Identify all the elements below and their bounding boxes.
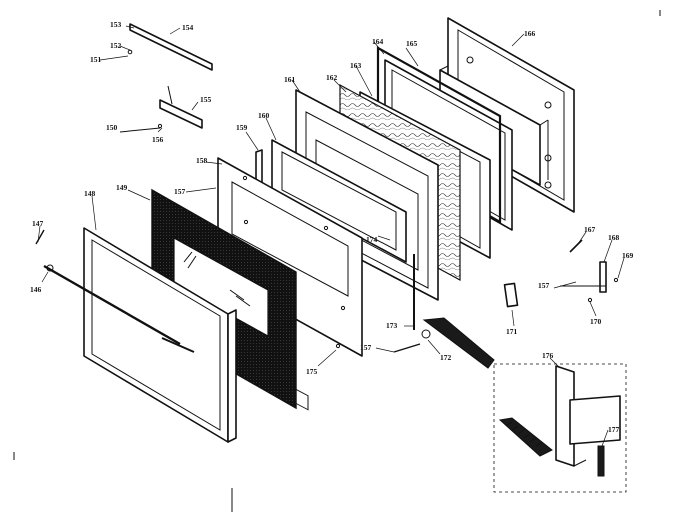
label-147: 147 [32,219,44,228]
label-155: 155 [200,95,212,104]
label-176: 176 [542,351,554,360]
label-177: 177 [608,425,620,434]
label-156: 156 [152,135,164,144]
label-157-a: 157 [174,187,186,196]
label-169: 169 [622,251,634,260]
latch-171 [503,282,519,308]
label-167: 167 [584,225,596,234]
label-165: 165 [406,39,418,48]
label-166: 166 [524,29,536,38]
outer-door-148 [83,227,237,443]
label-160: 160 [258,111,270,120]
label-146: 146 [30,285,42,294]
door-handle-146 [35,229,181,346]
label-151: 151 [90,55,102,64]
label-163: 163 [350,61,362,70]
window-pack-160 [271,139,407,263]
hinge-parts-167-170 [560,239,619,303]
bracket-155 [159,85,203,129]
label-168: 168 [608,233,620,242]
top-rail-154 [127,23,213,71]
label-157-c: 157 [360,343,372,352]
label-171: 171 [506,327,518,336]
callout-labels: 153 154 152 151 155 150 156 166 165 164 … [30,20,634,434]
hinge-arm-172 [393,254,495,369]
label-170: 170 [590,317,602,326]
label-164: 164 [372,37,384,46]
label-158: 158 [196,156,208,165]
label-148: 148 [84,189,96,198]
label-154: 154 [182,23,194,32]
panel-studs [466,56,552,189]
label-161: 161 [284,75,296,84]
label-157-b: 157 [538,281,550,290]
screw-150 [119,123,163,133]
label-174: 174 [366,235,378,244]
leader-lines [37,25,625,447]
label-159: 159 [236,123,248,132]
label-175: 175 [306,367,318,376]
label-149: 149 [116,183,128,192]
label-162: 162 [326,73,338,82]
label-172: 172 [440,353,452,362]
label-173: 173 [386,321,398,330]
label-152: 152 [110,41,122,50]
label-150: 150 [106,123,118,132]
hinge-detail-inset-176 [493,363,627,493]
label-153: 153 [110,20,122,29]
